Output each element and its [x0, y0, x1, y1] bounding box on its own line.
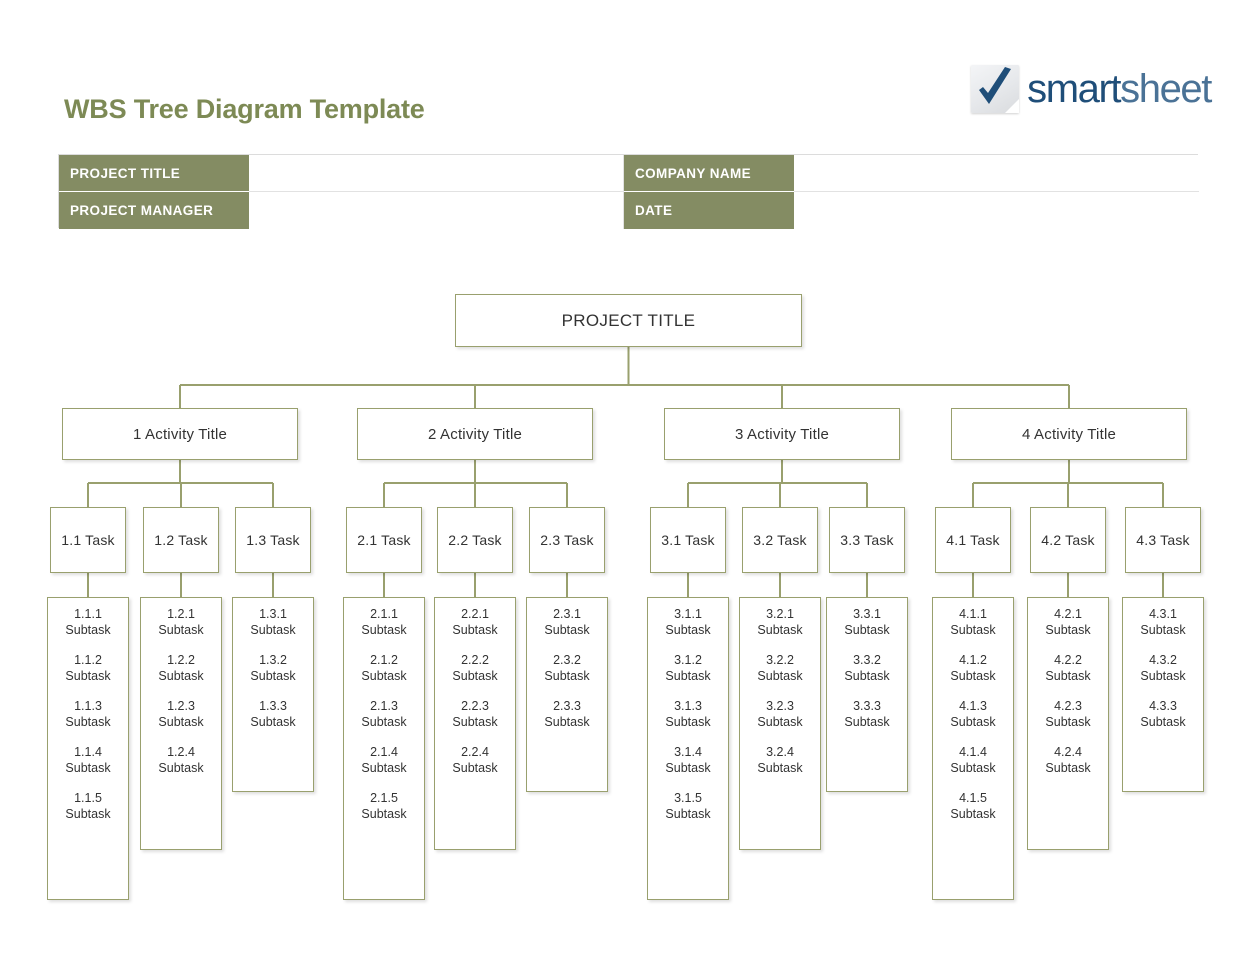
subtask-item: 1.2.1 Subtask	[158, 607, 204, 637]
subtask-item: 4.1.2 Subtask	[950, 653, 996, 683]
subtask-item: 2.1.3 Subtask	[361, 699, 407, 729]
project-info-table: PROJECT TITLE COMPANY NAME PROJECT MANAG…	[58, 154, 1199, 229]
subtask-item: 4.2.2 Subtask	[1045, 653, 1091, 683]
subtask-item: 3.3.3 Subtask	[844, 699, 890, 729]
label-company-name: COMPANY NAME	[624, 155, 794, 192]
subtask-item: 4.3.3 Subtask	[1140, 699, 1186, 729]
node-activity-1[interactable]: 1 Activity Title	[62, 408, 298, 460]
subtask-item: 2.1.2 Subtask	[361, 653, 407, 683]
subtask-item: 3.2.3 Subtask	[757, 699, 803, 729]
subtask-item: 3.1.2 Subtask	[665, 653, 711, 683]
subtask-item: 3.3.1 Subtask	[844, 607, 890, 637]
label-project-title: PROJECT TITLE	[59, 155, 249, 192]
node-subtask-group-3-2[interactable]: 3.2.1 Subtask 3.2.2 Subtask 3.2.3 Subtask 3…	[739, 597, 821, 850]
subtask-item: 4.3.2 Subtask	[1140, 653, 1186, 683]
logo-wordmark: smartsheet	[1027, 67, 1212, 111]
smartsheet-logo: smartsheet	[971, 60, 1212, 118]
node-subtask-group-4-1[interactable]: 4.1.1 Subtask 4.1.2 Subtask 4.1.3 Subtask 4…	[932, 597, 1014, 900]
subtask-item: 4.1.1 Subtask	[950, 607, 996, 637]
field-project-manager[interactable]	[249, 192, 624, 229]
node-root-project-title[interactable]: PROJECT TITLE	[455, 294, 802, 347]
subtask-item: 4.3.1 Subtask	[1140, 607, 1186, 637]
subtask-item: 1.3.1 Subtask	[250, 607, 296, 637]
node-subtask-group-1-3[interactable]: 1.3.1 Subtask 1.3.2 Subtask 1.3.3 Subtask	[232, 597, 314, 792]
logo-word-sheet: sheet	[1120, 67, 1212, 111]
label-project-manager: PROJECT MANAGER	[59, 192, 249, 229]
subtask-item: 2.3.3 Subtask	[544, 699, 590, 729]
logo-word-smart: smart	[1027, 67, 1121, 111]
subtask-item: 3.2.4 Subtask	[757, 745, 803, 775]
node-subtask-group-1-2[interactable]: 1.2.1 Subtask 1.2.2 Subtask 1.2.3 Subtask 1…	[140, 597, 222, 850]
field-date[interactable]	[794, 192, 1199, 229]
node-task-2-3[interactable]: 2.3 Task	[529, 507, 605, 573]
checkmark-sheet-icon	[971, 65, 1020, 113]
page-title: WBS Tree Diagram Template	[64, 94, 425, 124]
subtask-item: 3.1.1 Subtask	[665, 607, 711, 637]
subtask-item: 2.2.3 Subtask	[452, 699, 498, 729]
subtask-item: 1.2.2 Subtask	[158, 653, 204, 683]
subtask-item: 1.1.3 Subtask	[65, 699, 111, 729]
subtask-item: 2.1.4 Subtask	[361, 745, 407, 775]
node-task-1-1[interactable]: 1.1 Task	[50, 507, 126, 573]
subtask-item: 1.2.4 Subtask	[158, 745, 204, 775]
node-activity-2[interactable]: 2 Activity Title	[357, 408, 593, 460]
node-subtask-group-3-1[interactable]: 3.1.1 Subtask 3.1.2 Subtask 3.1.3 Subtask 3…	[647, 597, 729, 900]
node-activity-4[interactable]: 4 Activity Title	[951, 408, 1187, 460]
subtask-item: 2.3.1 Subtask	[544, 607, 590, 637]
subtask-item: 2.3.2 Subtask	[544, 653, 590, 683]
subtask-item: 4.2.3 Subtask	[1045, 699, 1091, 729]
subtask-item: 4.1.5 Subtask	[950, 791, 996, 821]
node-task-1-2[interactable]: 1.2 Task	[143, 507, 219, 573]
subtask-item: 4.2.1 Subtask	[1045, 607, 1091, 637]
subtask-item: 2.2.2 Subtask	[452, 653, 498, 683]
subtask-item: 3.2.2 Subtask	[757, 653, 803, 683]
subtask-item: 2.1.5 Subtask	[361, 791, 407, 821]
subtask-item: 3.1.4 Subtask	[665, 745, 711, 775]
node-activity-3[interactable]: 3 Activity Title	[664, 408, 900, 460]
subtask-item: 2.2.4 Subtask	[452, 745, 498, 775]
subtask-item: 2.1.1 Subtask	[361, 607, 407, 637]
subtask-item: 3.3.2 Subtask	[844, 653, 890, 683]
node-subtask-group-2-1[interactable]: 2.1.1 Subtask 2.1.2 Subtask 2.1.3 Subtask 2…	[343, 597, 425, 900]
node-task-4-2[interactable]: 4.2 Task	[1030, 507, 1106, 573]
node-task-4-1[interactable]: 4.1 Task	[935, 507, 1011, 573]
node-task-1-3[interactable]: 1.3 Task	[235, 507, 311, 573]
node-subtask-group-4-3[interactable]: 4.3.1 Subtask 4.3.2 Subtask 4.3.3 Subtask	[1122, 597, 1204, 792]
node-subtask-group-2-2[interactable]: 2.2.1 Subtask 2.2.2 Subtask 2.2.3 Subtask 2…	[434, 597, 516, 850]
subtask-item: 1.1.2 Subtask	[65, 653, 111, 683]
node-subtask-group-4-2[interactable]: 4.2.1 Subtask 4.2.2 Subtask 4.2.3 Subtask 4…	[1027, 597, 1109, 850]
label-date: DATE	[624, 192, 794, 229]
node-task-2-2[interactable]: 2.2 Task	[437, 507, 513, 573]
subtask-item: 4.1.4 Subtask	[950, 745, 996, 775]
node-task-3-2[interactable]: 3.2 Task	[742, 507, 818, 573]
field-project-title[interactable]	[249, 155, 624, 192]
subtask-item: 4.1.3 Subtask	[950, 699, 996, 729]
subtask-item: 4.2.4 Subtask	[1045, 745, 1091, 775]
subtask-item: 1.3.2 Subtask	[250, 653, 296, 683]
subtask-item: 1.1.5 Subtask	[65, 791, 111, 821]
node-subtask-group-2-3[interactable]: 2.3.1 Subtask 2.3.2 Subtask 2.3.3 Subtask	[526, 597, 608, 792]
subtask-item: 1.1.4 Subtask	[65, 745, 111, 775]
subtask-item: 1.1.1 Subtask	[65, 607, 111, 637]
field-company-name[interactable]	[794, 155, 1199, 192]
node-task-4-3[interactable]: 4.3 Task	[1125, 507, 1201, 573]
node-task-3-3[interactable]: 3.3 Task	[829, 507, 905, 573]
node-subtask-group-3-3[interactable]: 3.3.1 Subtask 3.3.2 Subtask 3.3.3 Subtask	[826, 597, 908, 792]
subtask-item: 3.1.5 Subtask	[665, 791, 711, 821]
subtask-item: 1.3.3 Subtask	[250, 699, 296, 729]
subtask-item: 3.1.3 Subtask	[665, 699, 711, 729]
node-subtask-group-1-1[interactable]: 1.1.1 Subtask 1.1.2 Subtask 1.1.3 Subtask 1…	[47, 597, 129, 900]
subtask-item: 3.2.1 Subtask	[757, 607, 803, 637]
node-task-3-1[interactable]: 3.1 Task	[650, 507, 726, 573]
subtask-item: 2.2.1 Subtask	[452, 607, 498, 637]
node-task-2-1[interactable]: 2.1 Task	[346, 507, 422, 573]
subtask-item: 1.2.3 Subtask	[158, 699, 204, 729]
